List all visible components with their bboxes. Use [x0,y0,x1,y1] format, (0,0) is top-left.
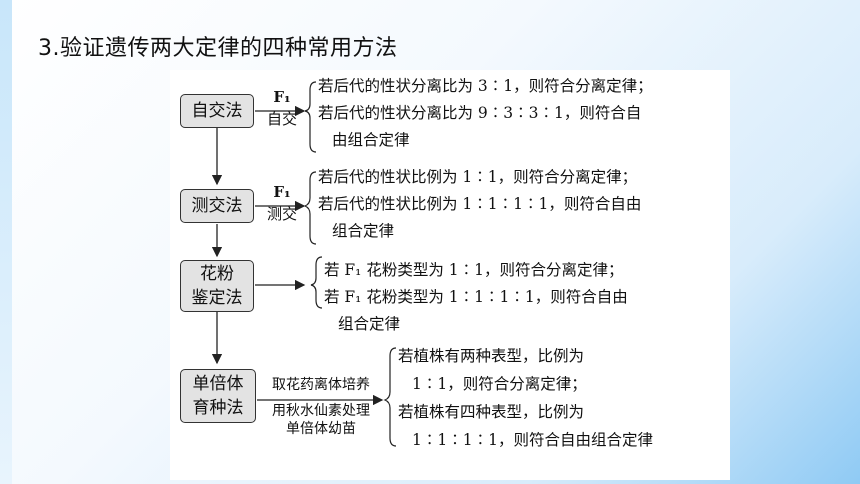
condition-anther-culture: 取花药离体培养 [272,377,370,393]
diagram-lines [211,81,397,447]
result-line: 若后代的性状分离比为 9∶3∶3∶1，则符合自 [318,104,642,122]
results-haploid: 若植株有两种表型，比例为 1∶1，则符合分离定律； 若植株有四种表型，比例为 1… [398,342,653,454]
method-box-self-cross: 自交法 [180,94,254,128]
result-line: 1∶1∶1∶1，则符合自由组合定律 [412,431,653,449]
result-line: 若 F₁ 花粉类型为 1∶1，则符合分离定律； [324,261,624,279]
condition-colchicine: 用秋水仙素处理 [272,403,370,419]
brace-3 [310,256,323,309]
result-line: 若 F₁ 花粉类型为 1∶1∶1∶1，则符合自由 [324,288,628,306]
brace-1 [304,81,317,153]
condition-f1-label: F₁ [273,88,291,106]
condition-self-label: 自交 [266,110,297,128]
condition-test-label: 测交 [266,205,297,223]
result-line: 若植株有两种表型，比例为 [398,347,585,365]
result-line: 由组合定律 [332,131,410,149]
condition-self-cross: F₁ 自交 [262,88,302,128]
condition-test-cross: F₁ 测交 [262,183,302,223]
result-line: 组合定律 [332,222,395,240]
result-line: 若后代的性状比例为 1∶1，则符合分离定律； [318,168,638,186]
result-line: 组合定律 [338,315,401,333]
results-self-cross: 若后代的性状分离比为 3∶1，则符合分离定律； 若后代的性状分离比为 9∶3∶3… [318,73,653,154]
left-accent-bar [0,0,12,484]
brace-2 [303,171,317,245]
method-box-haploid: 单倍体 育种法 [180,369,256,423]
condition-f1-label: F₁ [273,183,291,201]
brace-4 [383,347,397,447]
condition-seedling: 单倍体幼苗 [286,421,356,437]
methods-diagram: 自交法 F₁ 自交 若后代的性状分离比为 3∶1，则符合分离定律； 若后代的性状… [170,70,730,480]
result-line: 若植株有四种表型，比例为 [398,403,585,421]
method-box-pollen: 花粉 鉴定法 [180,260,254,312]
method-box-test-cross: 测交法 [180,189,254,223]
result-line: 1∶1，则符合分离定律； [412,375,587,393]
result-line: 若后代的性状比例为 1∶1∶1∶1，则符合自由 [318,195,642,213]
page-title: 3.验证遗传两大定律的四种常用方法 [38,36,398,61]
results-pollen: 若 F₁ 花粉类型为 1∶1，则符合分离定律； 若 F₁ 花粉类型为 1∶1∶1… [324,257,628,338]
condition-haploid: 取花药离体培养 用秋水仙素处理 单倍体幼苗 [258,376,384,438]
result-line: 若后代的性状分离比为 3∶1，则符合分离定律； [318,77,653,95]
results-test-cross: 若后代的性状比例为 1∶1，则符合分离定律； 若后代的性状比例为 1∶1∶1∶1… [318,164,641,245]
